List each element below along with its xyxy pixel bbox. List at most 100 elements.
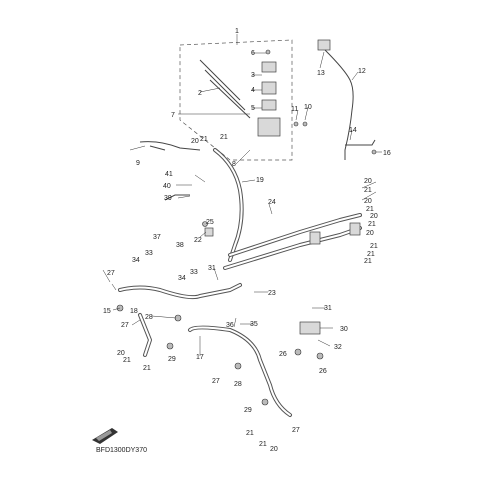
- callout-31-right: 31: [324, 305, 332, 312]
- callout-28-low: 28: [234, 381, 242, 388]
- callout-28-mid: 28: [145, 314, 153, 321]
- callout-33-left: 33: [145, 250, 153, 257]
- callout-34-mid: 34: [178, 275, 186, 282]
- switch-body: [317, 39, 331, 51]
- callout-18: 18: [130, 308, 138, 315]
- callout-29-mid: 29: [168, 356, 176, 363]
- callout-21-right-b: 21: [366, 206, 374, 213]
- callout-7: 7: [171, 112, 175, 119]
- callout-20-right-a: 20: [364, 178, 372, 185]
- callout-21-bottom-b: 21: [259, 441, 267, 448]
- bolt-28-lower: [234, 362, 242, 370]
- diagram-code: BFD1300DY370: [96, 447, 147, 454]
- callout-21-top: 21: [200, 136, 208, 143]
- callout-26-mid: 26: [279, 351, 287, 358]
- callout-10: 10: [304, 104, 312, 111]
- callout-32: 32: [334, 344, 342, 351]
- callout-26-right: 26: [319, 368, 327, 375]
- callout-35: 35: [250, 321, 258, 328]
- callout-34-left: 34: [132, 257, 140, 264]
- callout-20-right-c: 20: [370, 213, 378, 220]
- callout-31-mid: 31: [208, 265, 216, 272]
- callout-23: 23: [268, 290, 276, 297]
- brake-hoses: [116, 148, 362, 417]
- callout-21-right-a: 21: [364, 187, 372, 194]
- callout-11: 11: [291, 106, 298, 113]
- callout-29-low: 29: [244, 407, 252, 414]
- diaphragm-plate: [261, 99, 277, 111]
- reservoir-cap: [261, 61, 277, 73]
- callout-22: 22: [194, 237, 202, 244]
- lead-lever: [129, 145, 146, 151]
- callout-19: 19: [256, 177, 264, 184]
- callout-33-mid: 33: [190, 269, 198, 276]
- master-cylinder-assembly: [199, 49, 308, 137]
- callout-15: 15: [103, 308, 111, 315]
- callout-25: 25: [206, 219, 214, 226]
- bolt-10: [302, 121, 308, 127]
- callout-27-low: 27: [212, 378, 220, 385]
- hose-19: [213, 148, 244, 262]
- callout-1: 1: [235, 28, 239, 35]
- bolt-26-right: [316, 352, 324, 360]
- callout-36: 36: [226, 322, 234, 329]
- callout-8: 8: [232, 161, 236, 168]
- joint-22: [204, 227, 214, 237]
- callout-12: 12: [358, 68, 366, 75]
- assembly-boundary: [179, 39, 293, 161]
- callout-16: 16: [383, 150, 391, 157]
- bolt-25: [202, 221, 208, 227]
- callout-21-left-a: 21: [123, 357, 131, 364]
- screw: [265, 49, 271, 55]
- callout-9: 9: [136, 160, 140, 167]
- diaphragm: [261, 81, 277, 95]
- callout-20-bottom: 20: [270, 446, 278, 453]
- hose-guide-39: [164, 194, 190, 201]
- bolt-29-left: [166, 342, 174, 350]
- callout-20-left: 20: [117, 350, 125, 357]
- callout-13: 13: [317, 70, 325, 77]
- callout-labels: 1 2 3 4 5 6 7 8 9 10 11 12 13 14 15 16 1…: [103, 28, 391, 453]
- leader-lines: [102, 34, 382, 356]
- piston-kit: [199, 59, 251, 119]
- clip-16: [371, 149, 377, 155]
- bolt-29-lower: [261, 398, 269, 406]
- callout-24: 24: [268, 199, 276, 206]
- callout-21-right-c: 21: [368, 221, 376, 228]
- callout-3: 3: [251, 72, 255, 79]
- callout-27-mid: 27: [121, 322, 129, 329]
- callout-21-right-e: 21: [367, 251, 375, 258]
- callout-21-left-b: 21: [143, 365, 151, 372]
- joint-right-b: [349, 222, 361, 236]
- callout-30: 30: [340, 326, 348, 333]
- master-cylinder-body: [257, 117, 281, 137]
- bolt-11: [293, 121, 299, 127]
- callout-5: 5: [251, 105, 255, 112]
- joint-right-a: [309, 231, 321, 245]
- callout-39: 39: [164, 195, 172, 202]
- callout-38: 38: [176, 242, 184, 249]
- callout-20-top: 20: [191, 138, 199, 145]
- hose-17: [188, 325, 292, 417]
- callout-14: 14: [349, 127, 357, 134]
- callout-21-right-d: 21: [370, 243, 378, 250]
- callout-6: 6: [251, 50, 255, 57]
- callout-21-right-f: 21: [364, 258, 372, 265]
- brake-lever: [139, 141, 201, 151]
- callout-41: 41: [165, 171, 173, 178]
- wire-14: [345, 139, 376, 146]
- callout-27-left: 27: [107, 270, 115, 277]
- callout-21-bottom-a: 21: [246, 430, 254, 437]
- callout-20-right-d: 20: [366, 230, 374, 237]
- callout-40: 40: [163, 183, 171, 190]
- callout-21-lever: 21: [220, 134, 228, 141]
- front-arrow-icon: [92, 428, 118, 444]
- callout-20-right-b: 20: [364, 198, 372, 205]
- callout-37: 37: [153, 234, 161, 241]
- bolt-26-mid: [294, 348, 302, 356]
- callout-4: 4: [251, 87, 255, 94]
- brake-switch-assembly: [317, 39, 377, 160]
- callout-2: 2: [198, 90, 202, 97]
